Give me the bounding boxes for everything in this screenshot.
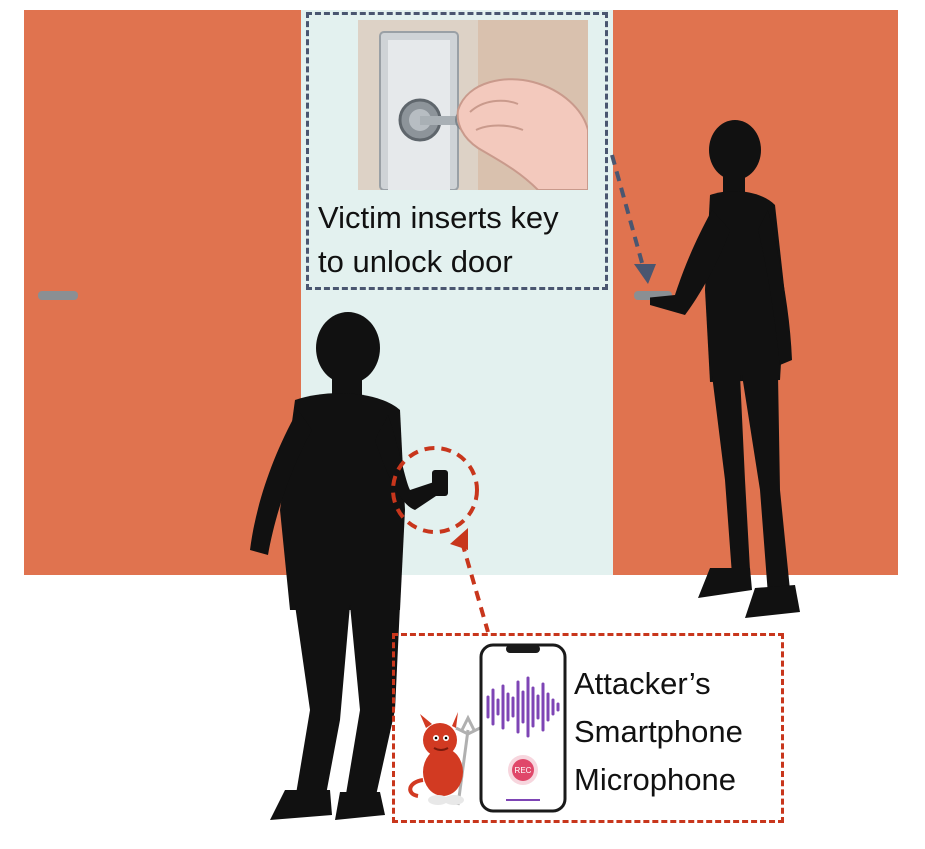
- audio-waveform: [486, 676, 560, 738]
- rec-label: REC: [515, 766, 532, 775]
- victim-silhouette: [650, 120, 800, 618]
- attacker-arrow: [450, 528, 490, 633]
- left-door-handle: [38, 291, 78, 300]
- attacker-caption-line1: Attacker’s: [574, 666, 711, 701]
- attacker-caption-line2: Smartphone: [574, 714, 743, 749]
- attacker-caption: Attacker’s Smartphone Microphone: [574, 660, 779, 804]
- attacker-phone-highlight-circle: [391, 446, 479, 534]
- smartphone-icon: REC: [479, 643, 567, 813]
- victim-caption-line2: to unlock door: [318, 244, 513, 279]
- rec-button: [512, 759, 534, 781]
- victim-box: [306, 12, 608, 290]
- attacker-box: [392, 633, 784, 823]
- victim-arrow-head: [634, 264, 656, 284]
- attacker-silhouette: [250, 312, 448, 820]
- attacker-caption-line3: Microphone: [574, 762, 736, 797]
- victim-caption: Victim inserts key to unlock door: [318, 196, 608, 284]
- victim-arrow: [610, 154, 656, 284]
- victim-caption-line1: Victim inserts key: [318, 200, 559, 235]
- devil-mascot-icon: [408, 712, 481, 806]
- key-in-lock-illustration: [358, 20, 588, 190]
